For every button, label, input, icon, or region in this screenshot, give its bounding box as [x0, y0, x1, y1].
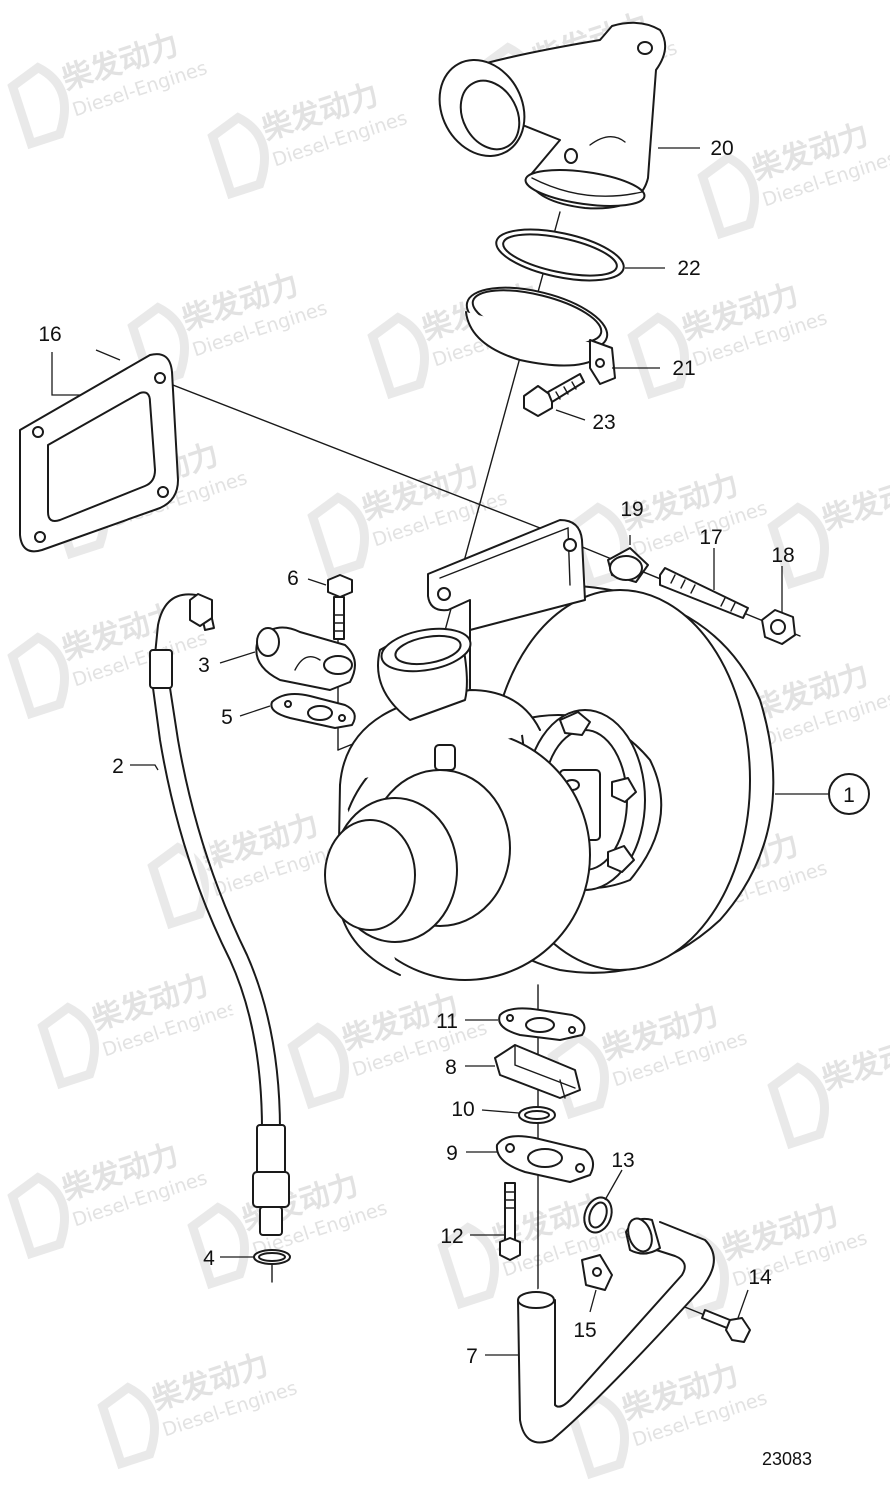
callout-7: 7: [466, 1345, 478, 1368]
callout-14: 14: [748, 1266, 772, 1289]
part-4-o-ring: [253, 1249, 291, 1265]
callout-labels: 1 2 3 4 5 6 7 8 9 10 11 12 13 14 15 16 1…: [38, 137, 870, 1368]
callout-15: 15: [573, 1319, 596, 1342]
part-7-drain-hose: [517, 1217, 715, 1444]
diagram-number: 23083: [762, 1449, 812, 1469]
watermark-layer: 柴发动力 Diesel-Engines 柴发动力 Diesel-Engines …: [7, 7, 890, 1480]
part-5-oil-gasket: [270, 693, 356, 729]
callout-8: 8: [445, 1056, 457, 1079]
part-14-clip-bolt: [701, 1309, 751, 1343]
callout-20: 20: [710, 137, 733, 160]
part-3-oil-inlet-flange: [255, 626, 356, 691]
callout-2: 2: [112, 755, 124, 778]
watermark-cn: 柴发动力: [818, 467, 890, 537]
part-8-drain-bracket: [494, 1044, 581, 1099]
callout-11: 11: [436, 1010, 458, 1033]
callout-3: 3: [198, 654, 210, 677]
callout-18: 18: [771, 544, 794, 567]
part-17-stud: [659, 567, 749, 619]
part-6-screw: [327, 574, 353, 640]
callout-16: 16: [38, 323, 61, 346]
part-21-v-clamp: [465, 286, 616, 385]
callout-12: 12: [440, 1225, 463, 1248]
leader-lines: [51, 147, 828, 1356]
part-9-drain-flange: [495, 1135, 595, 1183]
callout-13: 13: [611, 1149, 634, 1172]
callout-1: 1: [843, 784, 855, 807]
part-18-flange-nut: [761, 609, 796, 645]
part-10-seal-ring: [518, 1106, 556, 1124]
callout-6: 6: [287, 567, 299, 590]
callout-5: 5: [221, 706, 233, 729]
part-13-seal: [583, 1196, 613, 1234]
part-16-exhaust-gasket: [19, 353, 179, 553]
callout-19: 19: [620, 498, 643, 521]
part-15-hose-clip: [581, 1254, 613, 1291]
callout-21: 21: [672, 357, 695, 380]
callout-9: 9: [446, 1142, 458, 1165]
part-12-flange-screw: [499, 1182, 521, 1261]
callout-17: 17: [699, 526, 722, 549]
callout-23: 23: [592, 411, 615, 434]
part-22-o-ring: [495, 228, 625, 282]
callout-22: 22: [677, 257, 700, 280]
part-23-clamp-bolt: [523, 373, 585, 417]
part-2-oil-feed-pipe: [149, 593, 290, 1236]
callout-10: 10: [451, 1098, 474, 1121]
watermark-cn: 柴发动力: [818, 1027, 890, 1097]
callout-4: 4: [203, 1247, 215, 1270]
part-11-drain-gasket: [498, 1007, 586, 1041]
part-19-spacer-sleeve: [607, 547, 649, 583]
part-20-outlet-elbow: [438, 21, 667, 210]
part-1-turbocharger: [324, 519, 775, 981]
callout-circle: [828, 773, 870, 815]
